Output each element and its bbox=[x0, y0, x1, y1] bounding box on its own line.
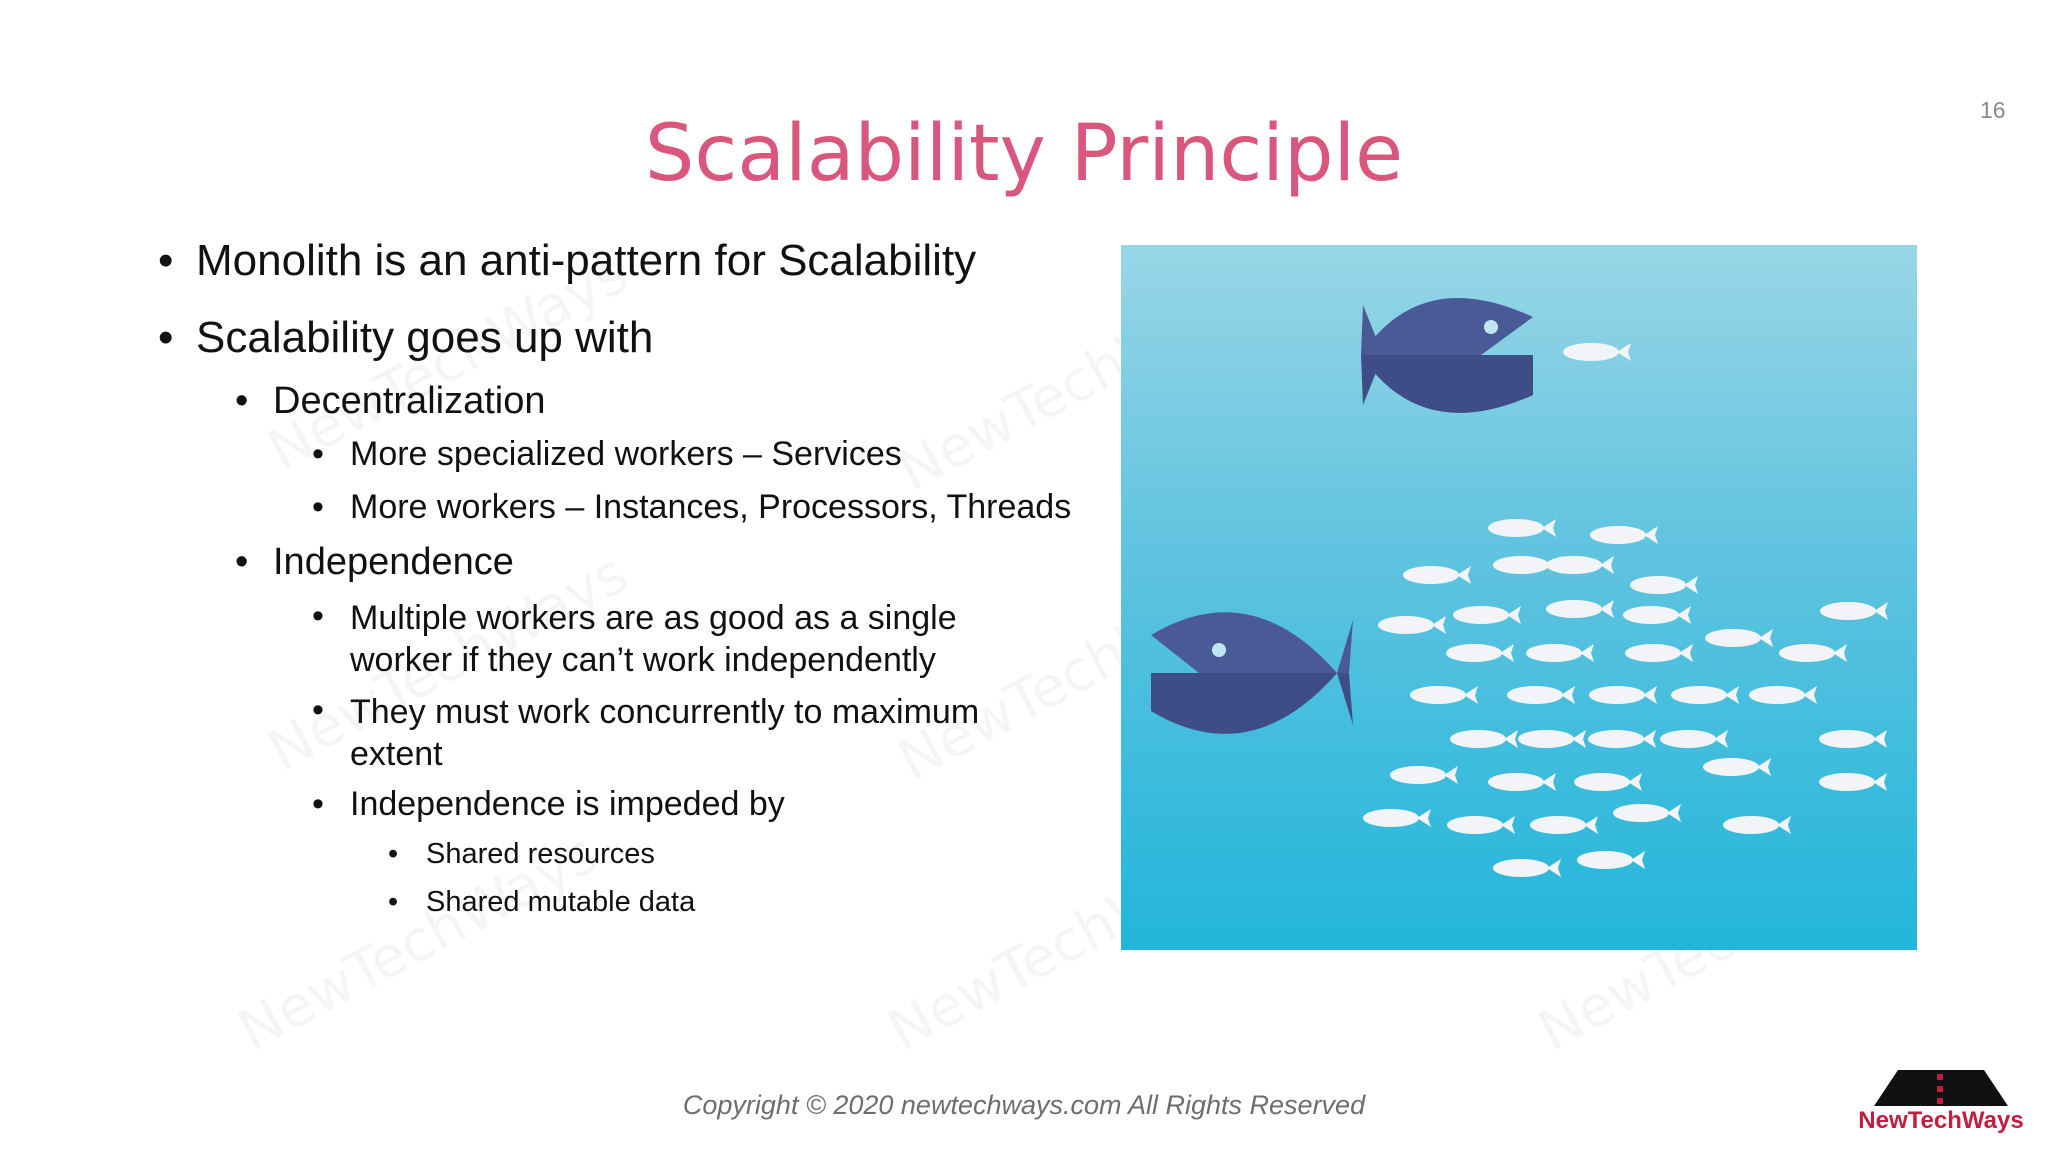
bullet-dot-icon: • bbox=[312, 785, 324, 823]
fish-illustration bbox=[1121, 245, 1917, 950]
bullet-dot-icon: • bbox=[312, 597, 324, 635]
bullet-dot-icon: • bbox=[388, 838, 399, 870]
small-fish-school bbox=[1363, 519, 1888, 877]
big-fish-top bbox=[1361, 297, 1533, 413]
bullet-dot-icon: • bbox=[158, 313, 174, 362]
bullet-text: Shared resources bbox=[426, 838, 655, 870]
bullet-text: Decentralization bbox=[273, 380, 546, 422]
page-number: 16 bbox=[1980, 97, 2006, 123]
bullet-text: More workers – Instances, Processors, Th… bbox=[350, 488, 1072, 526]
big-fish-bottom bbox=[1151, 612, 1353, 734]
bullet-dot-icon: • bbox=[235, 541, 249, 583]
bullet-dot-icon: • bbox=[235, 380, 249, 422]
bullet-dot-icon: • bbox=[312, 691, 324, 729]
newtechways-logo-icon bbox=[1874, 1070, 2008, 1106]
bullet-text: Scalability goes up with bbox=[196, 313, 654, 362]
bullet-text: Multiple workers are as good as a single… bbox=[350, 599, 957, 679]
bullet-dot-icon: • bbox=[158, 236, 174, 285]
bullet-dot-icon: • bbox=[312, 488, 324, 526]
bullet-dot-icon: • bbox=[388, 886, 399, 918]
fish-school-image bbox=[1151, 297, 1888, 877]
bullet-text: Independence bbox=[273, 541, 514, 583]
bullet-text: Independence is impeded by bbox=[350, 785, 785, 823]
bullet-text: Shared mutable data bbox=[426, 886, 696, 918]
bullet-text: More specialized workers – Services bbox=[350, 435, 902, 473]
bullet-text: Monolith is an anti-pattern for Scalabil… bbox=[196, 236, 977, 285]
bullet-dot-icon: • bbox=[312, 435, 324, 473]
bullet-text: They must work concurrently to maximum e… bbox=[350, 693, 980, 773]
slide-title: Scalability Principle bbox=[644, 109, 1404, 200]
copyright-footer: Copyright © 2020 newtechways.com All Rig… bbox=[682, 1090, 1366, 1120]
logo-text: NewTechWays bbox=[1858, 1107, 2024, 1134]
